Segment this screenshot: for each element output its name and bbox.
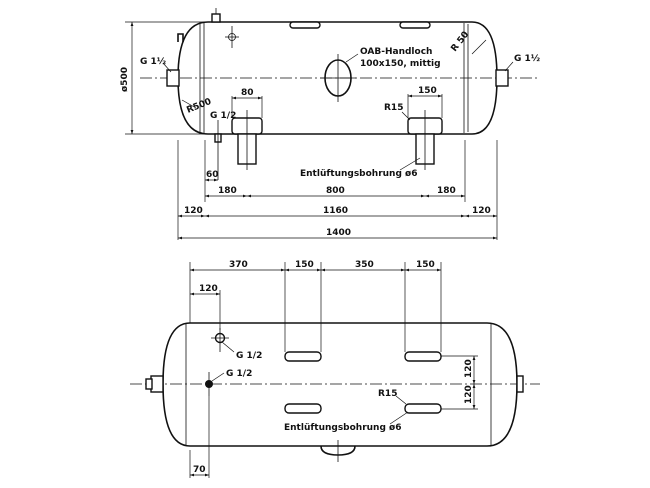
dim-head-right: 120 (472, 206, 491, 216)
dim-foot-left: 180 (218, 186, 237, 196)
dim-120-right-upper: 120 (464, 359, 474, 378)
radius-shell-label: R500 (185, 97, 213, 116)
vent-bore-label: Entlüftungsbohrung ø6 (300, 169, 418, 179)
dim-70: 70 (193, 465, 206, 475)
dim-foot-width-right: 150 (418, 86, 437, 96)
thread-left-label: G 1½ (140, 56, 166, 67)
thread-lower-label: G 1/2 (226, 369, 252, 379)
dim-120-right-lower: 120 (464, 385, 474, 404)
top-view: ø500 G 1½ G 1½ R 50 R500 G 1/2 OAB-Handl… (120, 8, 540, 240)
dim-shell-length: 1160 (323, 206, 348, 216)
dim-370: 370 (229, 260, 248, 270)
thread-upper-label: G 1/2 (236, 351, 262, 361)
dim-overall-length: 1400 (326, 228, 351, 238)
dim-150-a: 150 (295, 260, 314, 270)
nozzle-right-top (495, 69, 509, 87)
vent-bore-label-bottom: Entlüftungsbohrung ø6 (284, 423, 402, 433)
dim-150-b: 150 (416, 260, 435, 270)
foot-right-top (407, 110, 443, 170)
handhole-title: OAB-Handloch (360, 47, 432, 57)
dim-drain-offset: 60 (206, 170, 219, 180)
dim-foot-span: 800 (326, 186, 345, 196)
dim-head-left: 120 (184, 206, 203, 216)
handhole-size: 100x150, mittig (360, 59, 441, 69)
tank-body-bottom (162, 322, 518, 447)
thread-right-label: G 1½ (514, 53, 540, 64)
foot-radius-label-bottom: R15 (378, 389, 397, 399)
foot-radius-label: R15 (384, 103, 403, 113)
foot-left-top (231, 110, 263, 170)
dim-120-top: 120 (199, 284, 218, 294)
dim-foot-width-left: 80 (241, 88, 254, 98)
thread-drain-label: G 1/2 (210, 111, 236, 121)
dim-350: 350 (355, 260, 374, 270)
nozzle-left-top (166, 69, 180, 87)
bottom-view: G 1/2 G 1/2 370 150 350 150 120 120 120 (130, 260, 540, 478)
diameter-label: ø500 (120, 67, 130, 92)
tank-body-top (177, 21, 498, 135)
dim-foot-right: 180 (437, 186, 456, 196)
